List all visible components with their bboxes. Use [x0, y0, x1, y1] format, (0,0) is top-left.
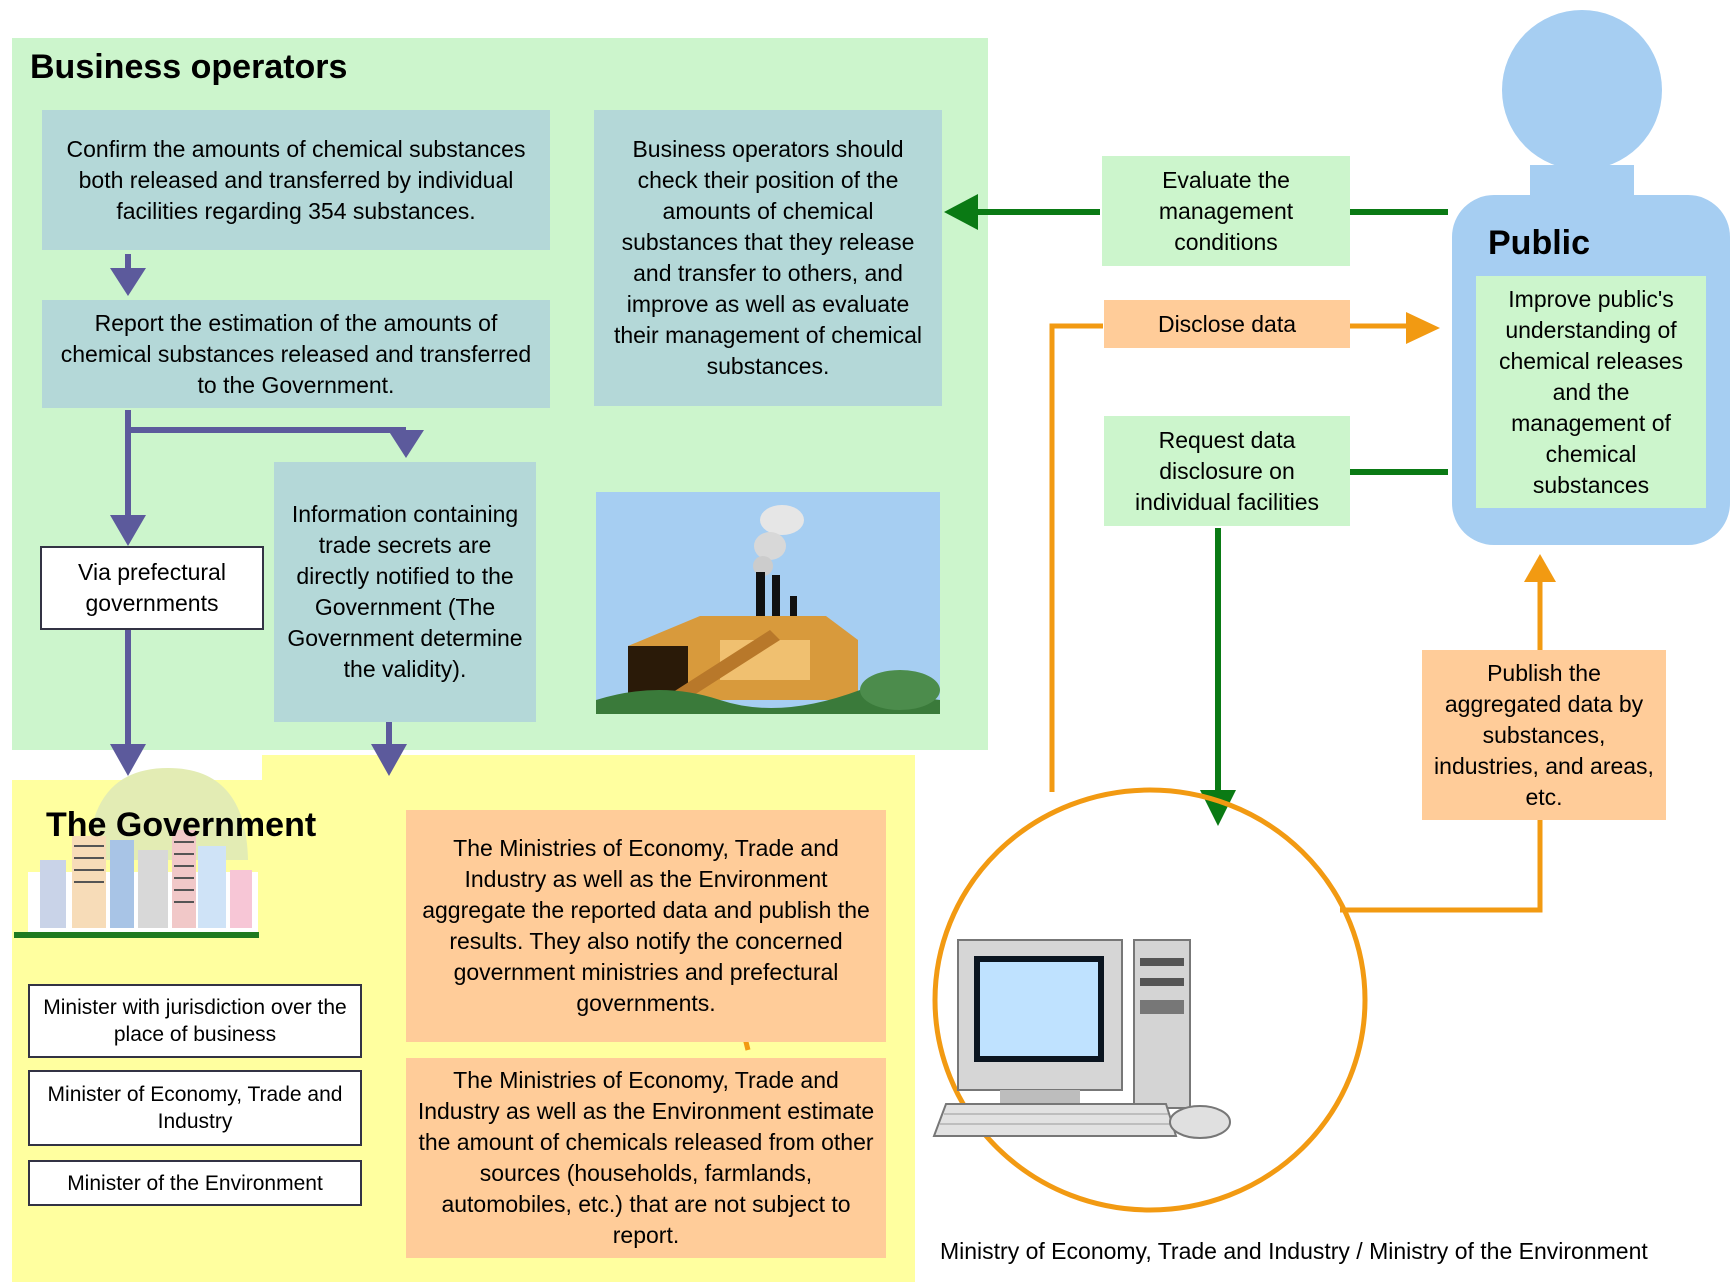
factory-illustration: [596, 492, 940, 714]
via-prefectural-box: Via prefectural governments: [40, 546, 264, 630]
public-heading: Public: [1488, 224, 1591, 262]
evaluate-conditions-box: Evaluate the management conditions: [1102, 156, 1350, 266]
minister-environment-box: Minister of the Environment: [28, 1160, 362, 1206]
minister-jurisdiction-box: Minister with jurisdiction over the plac…: [28, 984, 362, 1058]
computer-illustration: [932, 939, 1231, 1139]
report-flow-arrows: [110, 254, 424, 776]
report-estimation-box: Report the estimation of the amounts of …: [42, 300, 550, 408]
evaluate-flow-arrows: [944, 194, 1448, 826]
check-position-box: Business operators should check their po…: [594, 110, 942, 406]
business-operators-heading: Business operators: [30, 48, 348, 86]
trade-secrets-box: Information containing trade secrets are…: [274, 462, 536, 722]
disclose-data-box: Disclose data: [1104, 300, 1350, 348]
publish-aggregated-box: Publish the aggregated data by substance…: [1422, 650, 1666, 820]
estimate-other-sources-box: The Ministries of Economy, Trade and Ind…: [406, 1058, 886, 1258]
city-illustration: [14, 768, 259, 938]
confirm-amounts-box: Confirm the amounts of chemical substanc…: [42, 110, 550, 250]
aggregate-publish-box: The Ministries of Economy, Trade and Ind…: [406, 810, 886, 1042]
request-disclosure-box: Request data disclosure on individual fa…: [1104, 416, 1350, 526]
disclose-flow-arrows: [742, 312, 1556, 1213]
government-heading: The Government: [46, 806, 317, 844]
minister-economy-box: Minister of Economy, Trade and Industry: [28, 1070, 362, 1146]
source-caption: Ministry of Economy, Trade and Industry …: [940, 1238, 1648, 1264]
public-understanding-box: Improve public's understanding of chemic…: [1476, 276, 1706, 508]
